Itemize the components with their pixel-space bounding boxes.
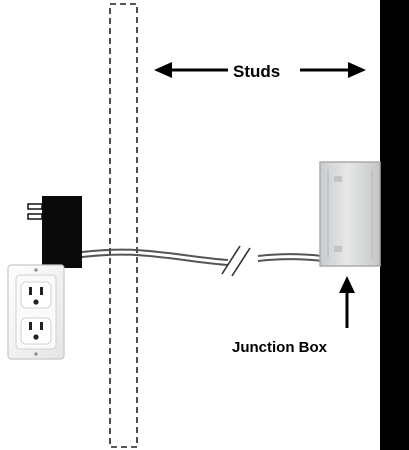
stud-outline: [109, 3, 138, 448]
plug-adapter-icon: [27, 196, 82, 268]
studs-label: Studs: [233, 62, 280, 81]
duplex-outlet-icon: [7, 264, 65, 360]
studs-arrow: [154, 62, 366, 78]
wall: [380, 0, 409, 450]
wire: [81, 248, 323, 266]
junction-box-arrow: [339, 276, 355, 328]
junction-box: [319, 161, 381, 267]
wire-break-mark: [221, 245, 251, 277]
junction-box-label: Junction Box: [232, 339, 328, 356]
